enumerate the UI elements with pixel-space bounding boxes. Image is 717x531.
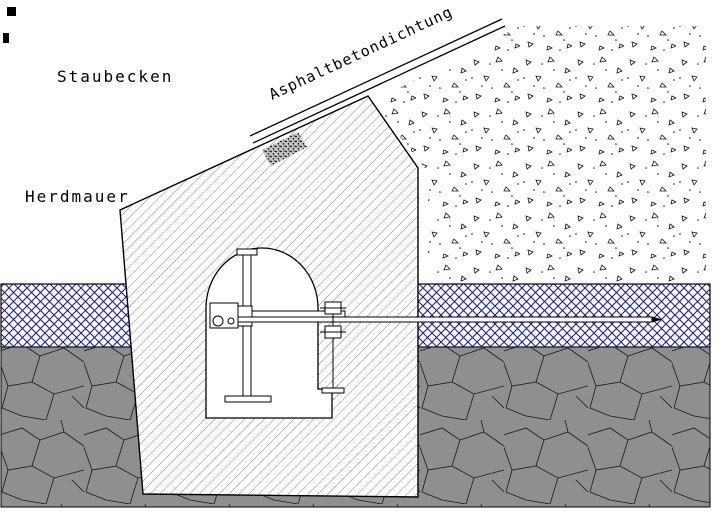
asphalt-seal-line-inner [252, 25, 506, 144]
clamp-foot [321, 387, 345, 394]
wall-label: Herdmauer [25, 187, 130, 206]
embankment-fill-texture [372, 26, 706, 283]
drill-rod-tip [652, 316, 662, 323]
asphalt-seal-lines [249, 18, 506, 144]
asphalt-plinth-patch [262, 132, 307, 166]
rod-clamp [320, 301, 346, 394]
reservoir-label: Staubecken [57, 67, 173, 86]
rig-valve-small [227, 317, 235, 325]
rig-base-plate [224, 395, 272, 403]
inspection-gallery [205, 247, 333, 419]
scan-artifact [7, 7, 16, 16]
drill-rod [237, 316, 653, 323]
rig-gearbox [237, 305, 253, 327]
rig-mast-cap [236, 248, 258, 256]
drill-rig [209, 248, 346, 403]
rig-valve [212, 315, 224, 327]
asphalt-seal-line-outer [249, 18, 503, 137]
scan-artifact [3, 33, 9, 43]
